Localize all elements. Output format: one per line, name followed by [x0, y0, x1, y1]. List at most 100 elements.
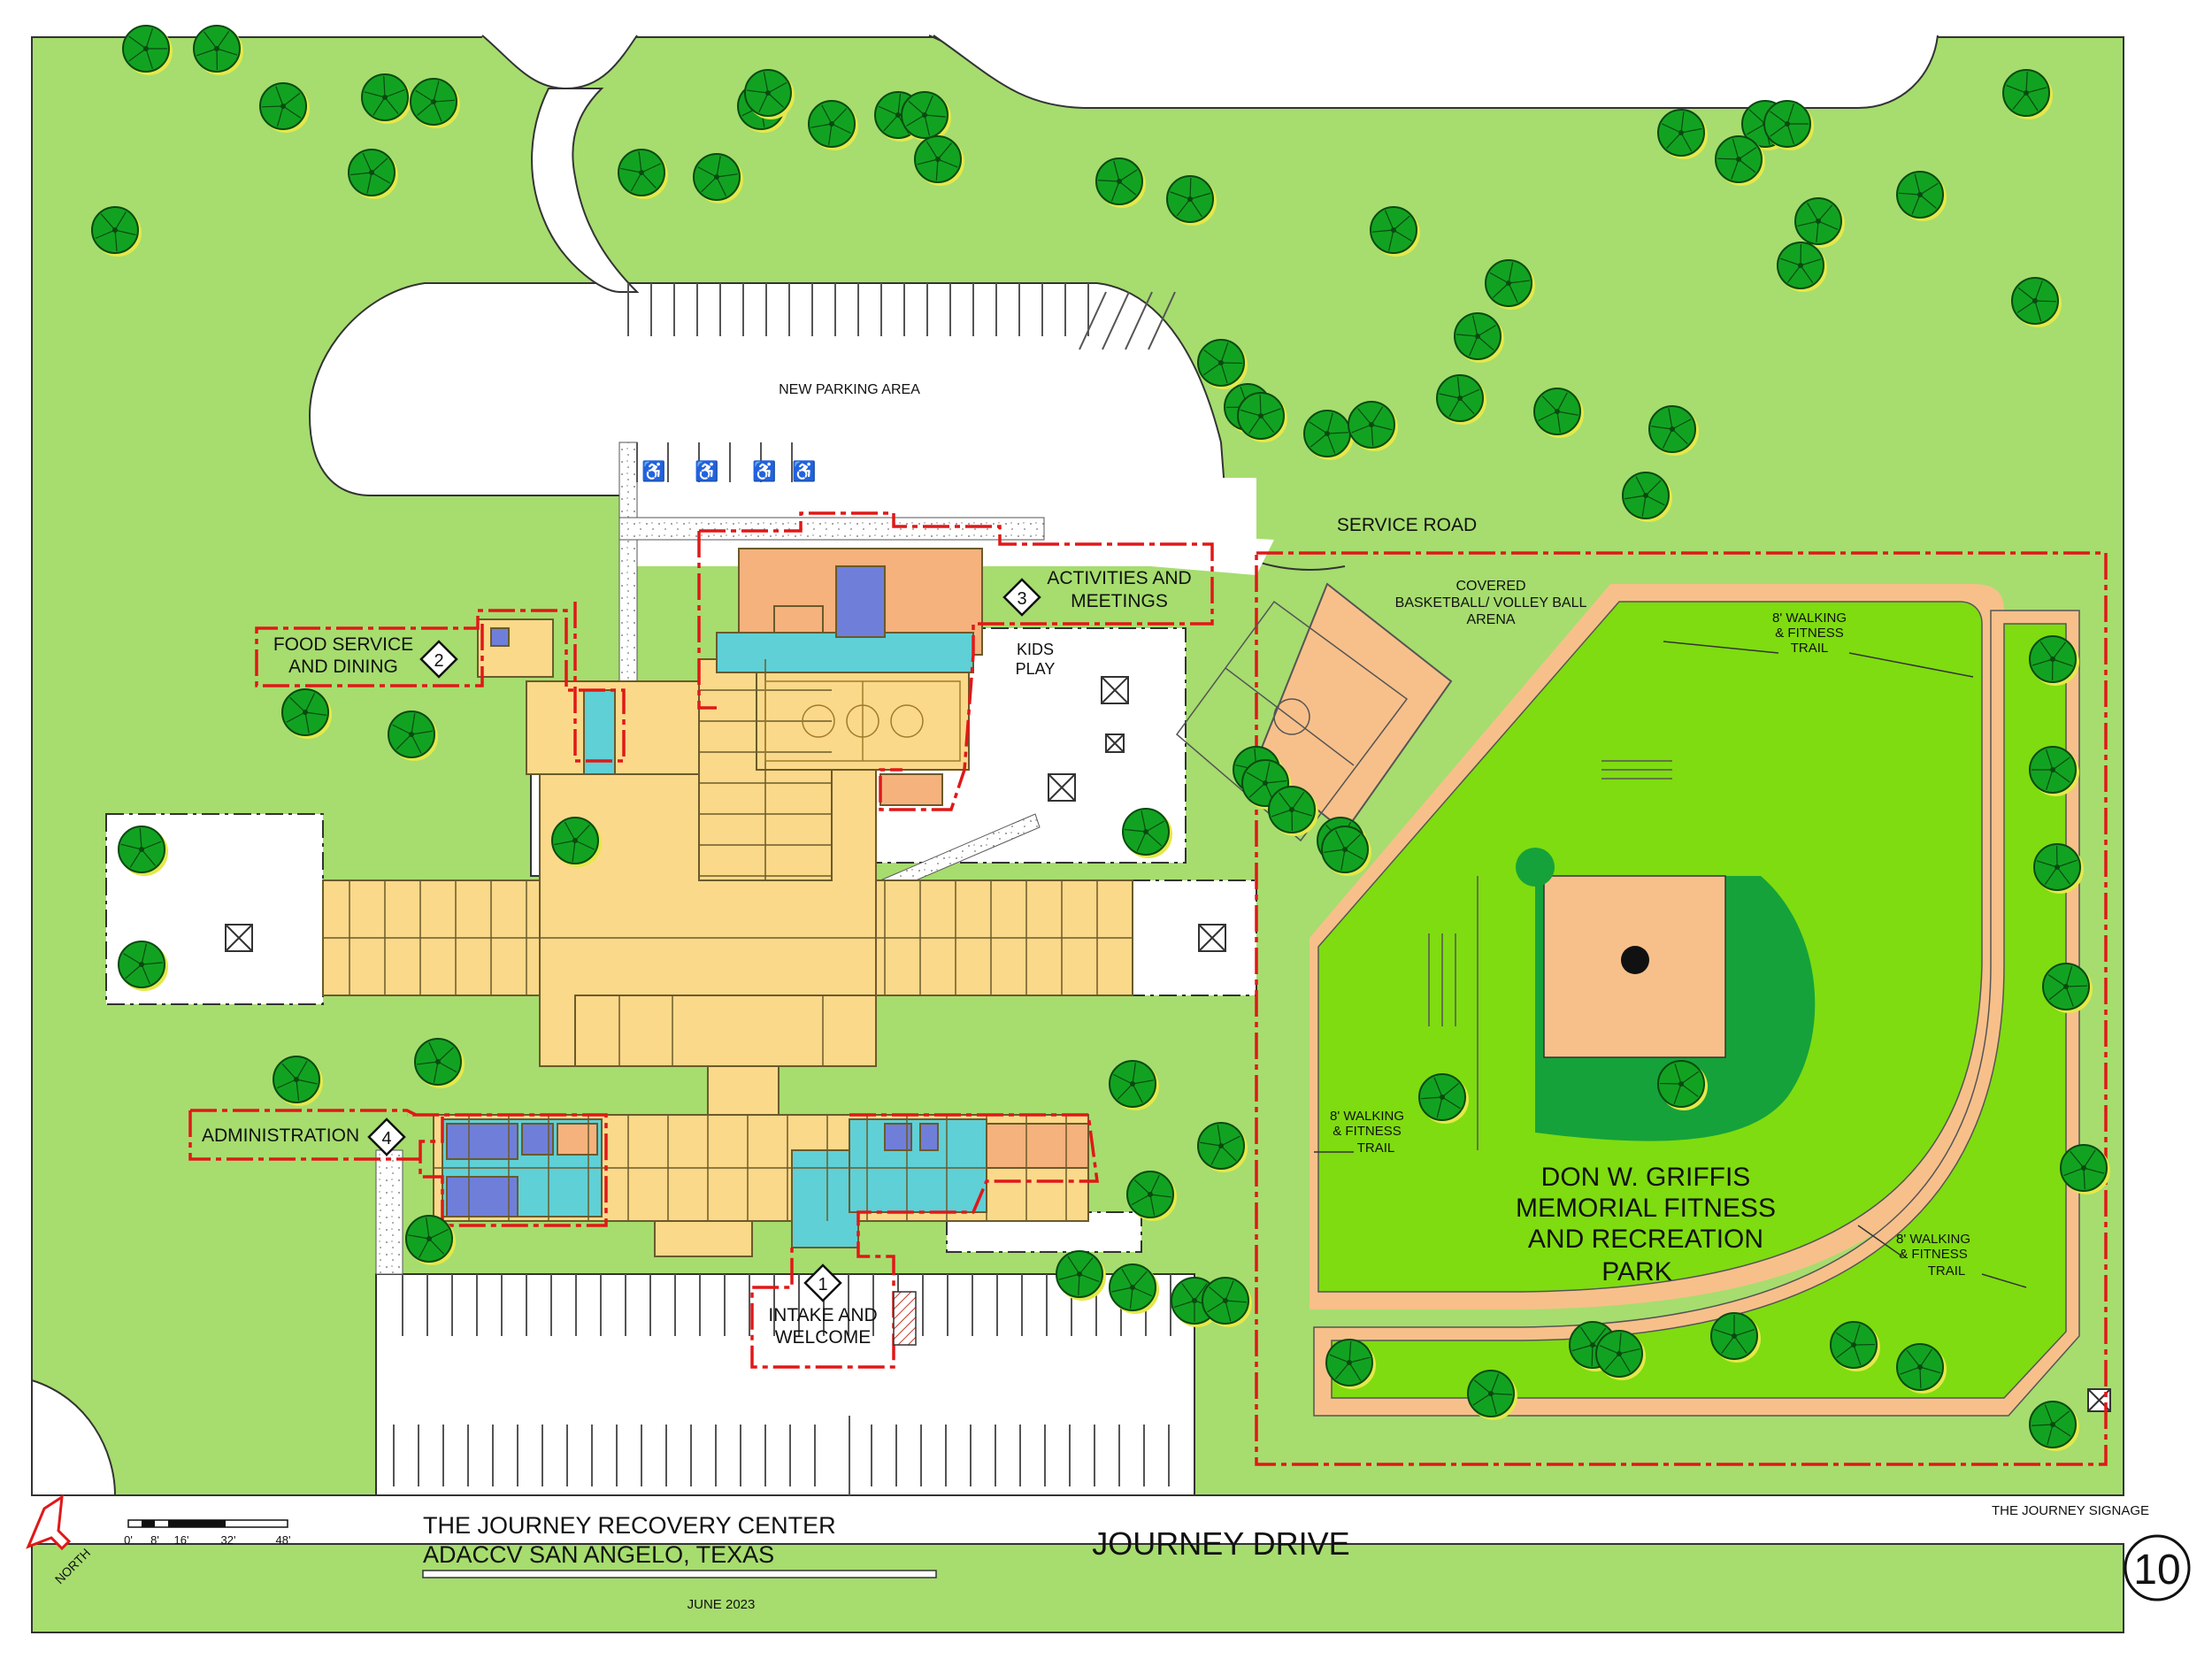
trail-label-west-1: 8' WALKING	[1330, 1109, 1404, 1124]
trail-label-north-2: & FITNESS	[1775, 626, 1844, 641]
tree	[618, 149, 668, 199]
tree	[2029, 635, 2079, 686]
tree	[118, 826, 168, 876]
svg-text:3: 3	[1017, 589, 1026, 609]
park-name-line-3: AND RECREATION	[1528, 1225, 1763, 1254]
tree	[118, 941, 168, 991]
tree	[1763, 100, 1814, 150]
tree	[2060, 1144, 2110, 1194]
tree	[1896, 171, 1947, 221]
tree	[1485, 259, 1535, 310]
tree	[1095, 157, 1146, 208]
tree	[2002, 69, 2053, 119]
svg-text:FOOD SERVICE: FOOD SERVICE	[273, 634, 413, 655]
tree	[1056, 1250, 1106, 1301]
svg-text:♿: ♿	[641, 460, 665, 482]
trail-label-north-3: TRAIL	[1791, 641, 1829, 656]
svg-text:INTAKE AND: INTAKE AND	[768, 1305, 877, 1325]
gym-court	[764, 680, 961, 762]
tree	[1467, 1370, 1517, 1420]
tree	[808, 100, 858, 150]
zone-callout-food-service: FOOD SERVICE AND DINING 2	[273, 634, 458, 679]
svg-text:ADMINISTRATION: ADMINISTRATION	[202, 1125, 359, 1146]
svg-text:16': 16'	[174, 1533, 189, 1547]
tree	[1321, 826, 1371, 876]
tree	[1268, 786, 1318, 836]
tree	[901, 91, 951, 142]
trail-label-north-1: 8' WALKING	[1772, 611, 1847, 626]
svg-text:MEETINGS: MEETINGS	[1071, 591, 1168, 611]
street-label: JOURNEY DRIVE	[1092, 1525, 1349, 1562]
tree	[1777, 242, 1827, 292]
accessible-parking-icons: ♿ ♿ ♿ ♿	[641, 460, 816, 482]
signage-label: THE JOURNEY SIGNAGE	[1992, 1503, 2149, 1518]
trail-label-west-2: & FITNESS	[1333, 1124, 1402, 1139]
tree	[1325, 1339, 1376, 1389]
service-road-label: SERVICE ROAD	[1337, 515, 1477, 535]
tree	[1303, 410, 1354, 460]
zone-callout-intake: 1 INTAKE AND WELCOME	[768, 1263, 917, 1348]
svg-text:WELCOME: WELCOME	[775, 1327, 872, 1348]
tree	[2033, 843, 2084, 894]
svg-text:♿: ♿	[752, 460, 776, 482]
tree	[410, 78, 460, 128]
tree	[1197, 339, 1248, 389]
tree	[1202, 1277, 1252, 1327]
kids-play-label-1: KIDS	[1017, 641, 1054, 658]
svg-text:♿: ♿	[792, 460, 816, 482]
tree	[1710, 1312, 1761, 1363]
svg-text:AND DINING: AND DINING	[288, 657, 398, 677]
parking-stalls-upper	[627, 283, 1176, 482]
tree	[2042, 963, 2093, 1013]
tree	[1436, 374, 1486, 425]
svg-text:32': 32'	[221, 1533, 236, 1547]
trail-label-east-3: TRAIL	[1928, 1263, 1966, 1279]
zone-callout-activities: 3 ACTIVITIES AND MEETINGS	[1002, 568, 1192, 617]
title-block: JOURNEY DRIVE THE JOURNEY RECOVERY CENTE…	[422, 1512, 2191, 1612]
covered-court-label-2: BASKETBALL/ VOLLEY BALL	[1395, 595, 1587, 611]
tree	[1122, 808, 1172, 858]
tree	[259, 82, 310, 133]
tree	[91, 206, 142, 257]
tree	[273, 1056, 323, 1106]
trail-label-east-1: 8' WALKING	[1896, 1232, 1970, 1247]
tree	[2011, 277, 2062, 327]
plan-date: JUNE 2023	[687, 1597, 756, 1612]
tree	[1454, 312, 1504, 363]
park-name-line-4: PARK	[1601, 1257, 1671, 1286]
sheet-number: 10	[2133, 1547, 2180, 1594]
tree	[1126, 1171, 1177, 1221]
svg-text:1: 1	[818, 1275, 827, 1294]
tree	[122, 25, 173, 75]
tree	[1418, 1073, 1469, 1124]
park-name-line-1: DON W. GRIFFIS	[1541, 1163, 1751, 1192]
tree	[1533, 388, 1584, 438]
covered-court-label-3: ARENA	[1466, 612, 1515, 627]
trail-label-west-3: TRAIL	[1357, 1141, 1395, 1156]
recreation-park	[1310, 584, 2080, 1417]
tree	[2029, 1401, 2079, 1451]
svg-text:2: 2	[434, 651, 443, 671]
tree	[348, 149, 398, 199]
tree	[1595, 1330, 1646, 1380]
site-labels: NEW PARKING AREA SERVICE ROAD KIDS PLAY …	[779, 382, 2149, 1518]
tree	[1348, 401, 1398, 451]
svg-text:4: 4	[381, 1129, 391, 1148]
tree	[1830, 1321, 1880, 1371]
tree	[1622, 472, 1672, 522]
project-location: ADACCV SAN ANGELO, TEXAS	[423, 1541, 774, 1568]
tree	[1166, 175, 1217, 226]
svg-text:ACTIVITIES AND: ACTIVITIES AND	[1047, 568, 1191, 588]
tree	[1715, 135, 1765, 186]
park-name-line-2: MEMORIAL FITNESS	[1516, 1194, 1776, 1223]
trail-label-east-2: & FITNESS	[1899, 1247, 1968, 1262]
tree	[361, 73, 411, 124]
tree	[744, 69, 795, 119]
parking-area-label: NEW PARKING AREA	[779, 382, 920, 397]
svg-text:♿: ♿	[695, 460, 718, 482]
tree	[1370, 206, 1420, 257]
covered-court-label-1: COVERED	[1455, 579, 1525, 594]
project-title: THE JOURNEY RECOVERY CENTER	[423, 1512, 836, 1539]
tree	[1657, 1060, 1708, 1110]
